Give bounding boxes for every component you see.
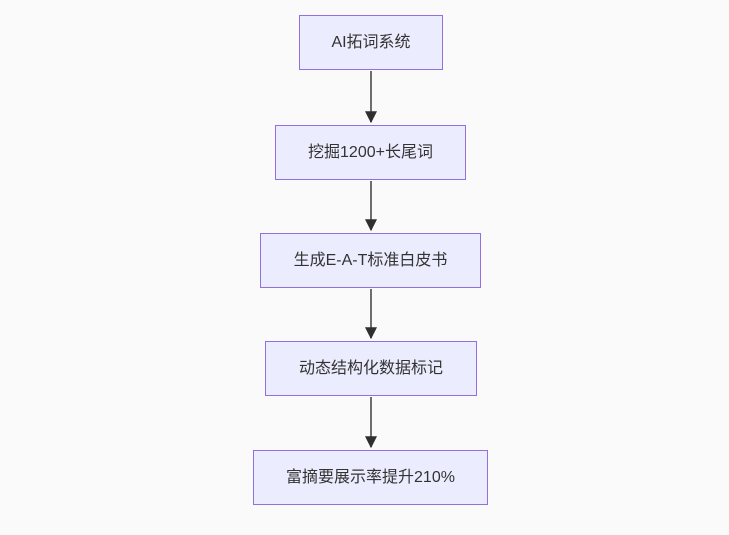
flow-node-label: AI拓词系统 <box>331 33 411 51</box>
flow-node-step-4: 动态结构化数据标记 <box>265 341 477 396</box>
flow-node-label: 富摘要展示率提升210% <box>286 468 455 486</box>
flow-node-step-3: 生成E-A-T标准白皮书 <box>260 233 481 288</box>
flow-node-label: 生成E-A-T标准白皮书 <box>293 251 448 269</box>
flow-node-step-5: 富摘要展示率提升210% <box>253 450 488 505</box>
flow-node-step-2: 挖掘1200+长尾词 <box>275 125 466 180</box>
flow-node-step-1: AI拓词系统 <box>299 15 443 70</box>
flow-node-label: 挖掘1200+长尾词 <box>308 143 433 161</box>
flow-node-label: 动态结构化数据标记 <box>298 359 443 377</box>
